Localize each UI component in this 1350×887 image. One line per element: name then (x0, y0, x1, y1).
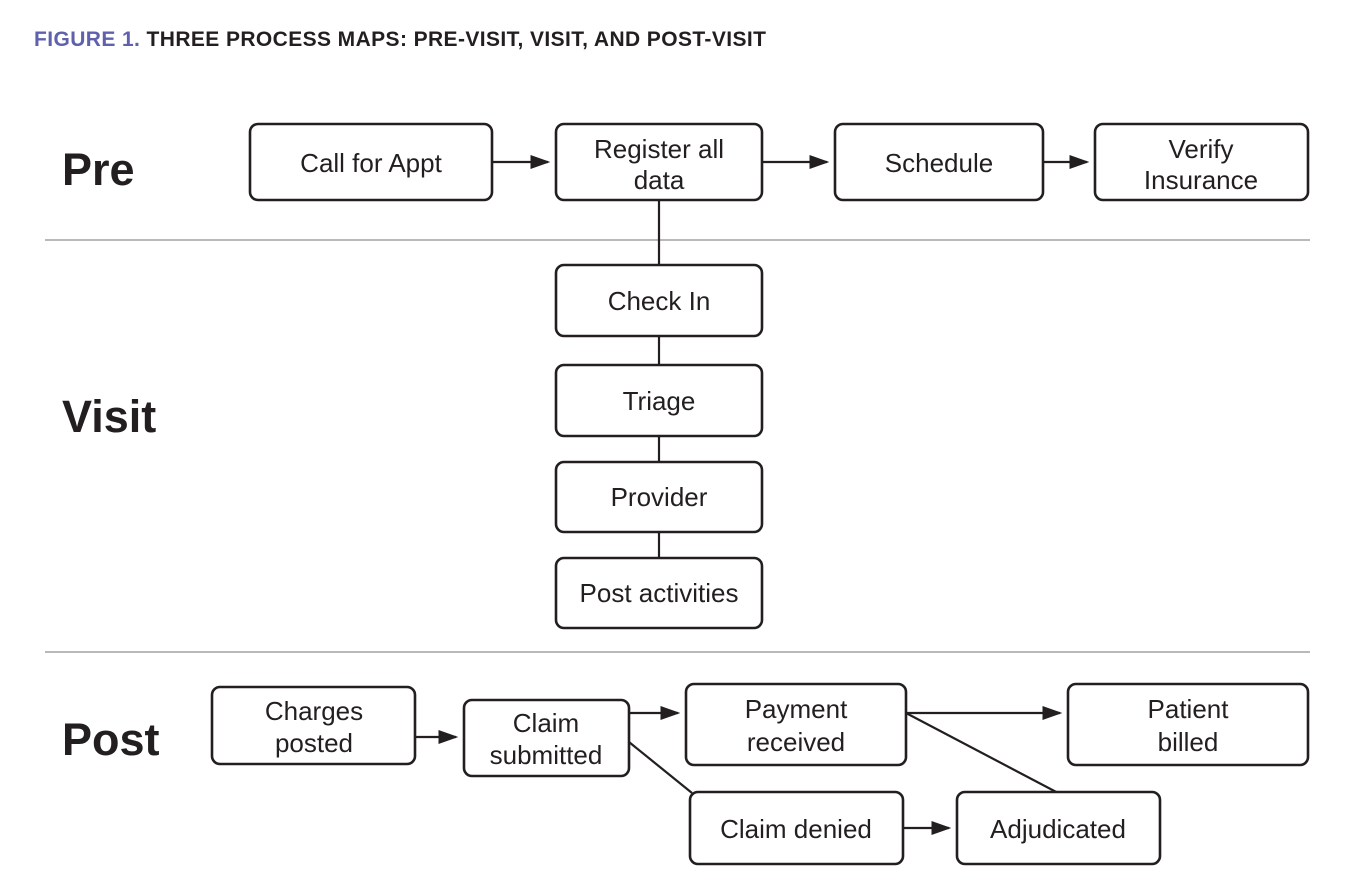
node-triage[interactable]: Triage (554, 363, 764, 438)
node-schedule-label: Schedule (885, 148, 993, 178)
node-claim-submitted-label-line1: Claim (513, 708, 579, 738)
node-claim-submitted[interactable]: Claim submitted (462, 698, 631, 778)
figure-title-text: THREE PROCESS MAPS: PRE-VISIT, VISIT, AN… (146, 28, 767, 51)
node-register-all-data-label-line2: data (634, 165, 685, 195)
node-verify-insurance[interactable]: Verify Insurance (1093, 122, 1310, 202)
figure-title: FIGURE 1. THREE PROCESS MAPS: PRE-VISIT,… (34, 28, 766, 52)
node-post-activities-label: Post activities (580, 578, 739, 608)
node-triage-label: Triage (623, 386, 696, 416)
node-verify-insurance-label-line2: Insurance (1144, 165, 1258, 195)
node-check-in-label: Check In (608, 286, 711, 316)
node-register-all-data-label-line1: Register all (594, 134, 724, 164)
node-patient-billed[interactable]: Patient billed (1066, 682, 1310, 767)
node-provider[interactable]: Provider (554, 460, 764, 534)
row-label-visit: Visit (62, 391, 156, 442)
node-charges-posted[interactable]: Charges posted (210, 685, 417, 766)
node-call-for-appt-label: Call for Appt (300, 148, 442, 178)
node-schedule[interactable]: Schedule (833, 122, 1045, 202)
node-payment-received-label-line2: received (747, 727, 845, 757)
node-adjudicated[interactable]: Adjudicated (955, 790, 1162, 866)
node-register-all-data[interactable]: Register all data (554, 122, 764, 202)
node-verify-insurance-label-line1: Verify (1168, 134, 1233, 164)
edge-payment-to-adjudicated (905, 712, 1063, 796)
node-claim-denied-label: Claim denied (720, 814, 872, 844)
node-payment-received[interactable]: Payment received (684, 682, 908, 767)
node-check-in[interactable]: Check In (554, 263, 764, 338)
node-charges-posted-label-line1: Charges (265, 696, 363, 726)
node-claim-submitted-label-line2: submitted (490, 740, 603, 770)
figure-number: FIGURE 1. (34, 28, 141, 51)
node-adjudicated-label: Adjudicated (990, 814, 1126, 844)
edge-claim-submitted-to-claim-denied (628, 741, 693, 794)
node-claim-denied[interactable]: Claim denied (688, 790, 905, 866)
node-payment-received-label-line1: Payment (745, 694, 848, 724)
row-label-post: Post (62, 714, 160, 765)
node-patient-billed-label-line1: Patient (1148, 694, 1230, 724)
node-provider-label: Provider (611, 482, 708, 512)
node-charges-posted-label-line2: posted (275, 728, 353, 758)
node-post-activities[interactable]: Post activities (554, 556, 764, 630)
node-call-for-appt[interactable]: Call for Appt (248, 122, 494, 202)
row-label-pre: Pre (62, 144, 135, 195)
node-patient-billed-label-line2: billed (1158, 727, 1219, 757)
